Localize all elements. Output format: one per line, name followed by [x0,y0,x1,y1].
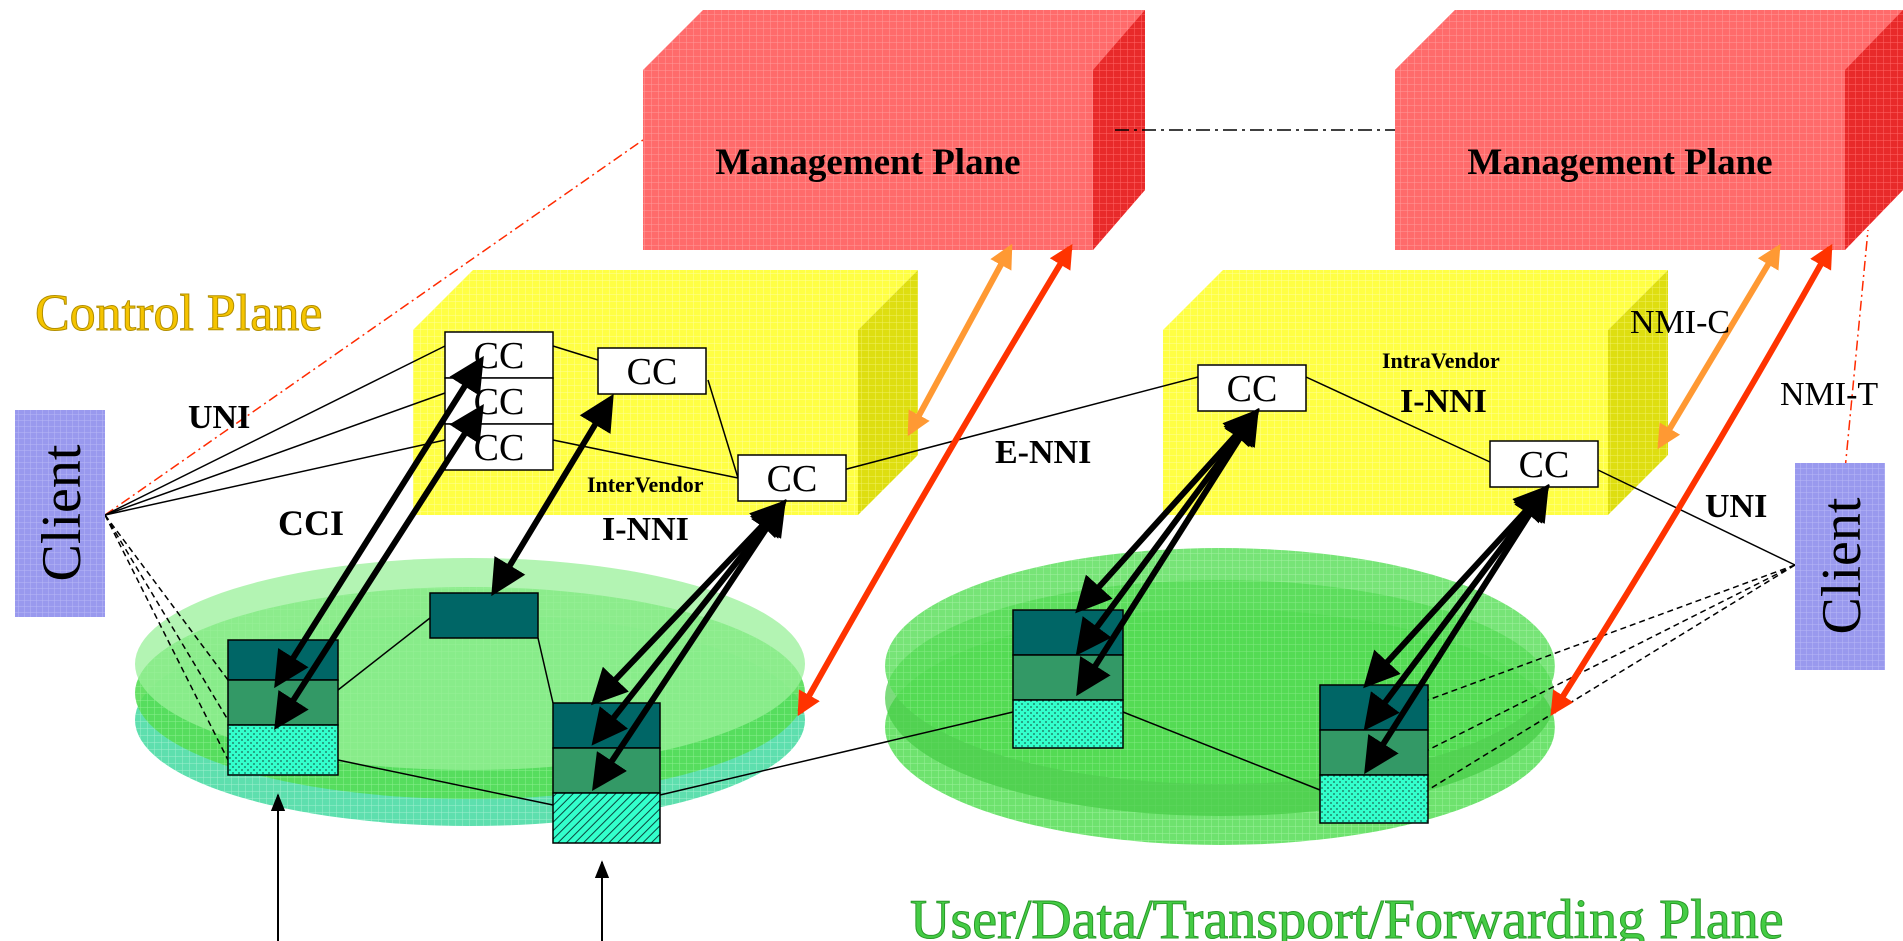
cc-label: CC [1519,444,1570,486]
management-plane-right: Management Plane [1395,10,1903,250]
cc-label: CC [627,351,678,393]
nmi-t-arrow-left [797,243,1073,717]
cc-label: CC [474,335,525,377]
nmi-t-label: NMI-T [1780,376,1878,413]
management-plane-left: Management Plane [643,10,1145,250]
cc-label: CC [474,381,525,423]
cc-label: CC [1227,368,1278,410]
cc-box-left-2: CC [444,377,554,425]
management-plane-right-label: Management Plane [1467,142,1772,183]
client-right-label: Client [1811,497,1873,634]
switch-left-2 [429,592,539,639]
nmi-c-arrow-right [1657,243,1781,450]
nmi-t-arrow-right [1550,243,1833,717]
cc-label: CC [474,427,525,469]
enni-label: E-NNI [995,434,1091,471]
uni-right-label: UNI [1705,488,1767,525]
client-right: Client [1795,463,1885,670]
client-left-management-link [104,139,644,516]
cci-arrows [274,355,1550,791]
cc-box-left-3: CC [444,423,554,471]
nmi-c-label: NMI-C [1630,304,1730,341]
intra-vendor-label: IntraVendor [1382,348,1500,373]
intra-vendor-inni-label: I-NNI [1400,383,1487,420]
management-plane-left-label: Management Plane [715,142,1020,183]
cc-box-right-1: CC [1197,364,1307,412]
cc-box-right-2: CC [1489,440,1599,488]
nmi-c-arrow-left [907,243,1013,437]
cc-box-left-1: CC [444,331,554,379]
client-right-management-link [1844,229,1869,471]
cc-box-left-5: CC [737,454,847,502]
cc-box-left-4: CC [597,347,707,395]
control-plane-title: Control Plane [35,285,322,342]
client-left-label: Client [31,444,93,581]
cc-label: CC [767,458,818,500]
data-plane-title: User/Data/Transport/Forwarding Plane [910,889,1784,941]
inter-vendor-inni-label: I-NNI [602,511,689,548]
uni-left-label: UNI [188,399,250,436]
client-left: Client [15,410,105,617]
switch-right-1 [1012,609,1124,749]
inter-vendor-label: InterVendor [587,472,704,497]
cci-label: CCI [278,503,344,543]
